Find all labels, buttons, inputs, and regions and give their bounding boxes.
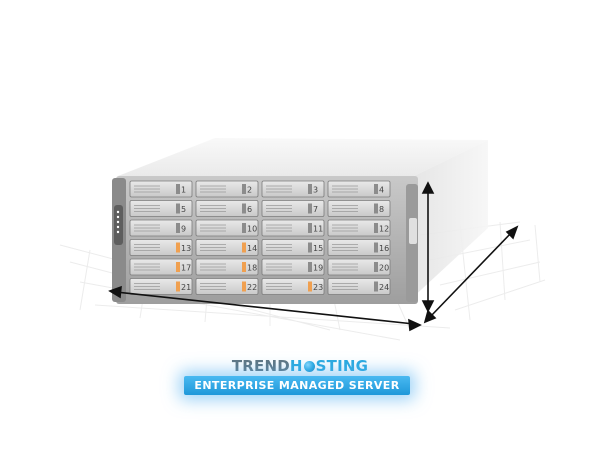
bay-number: 16 [379, 244, 389, 253]
drive-bay-22: 22 [195, 278, 259, 295]
bay-number: 2 [247, 186, 252, 195]
drive-bay-14: 14 [195, 239, 259, 256]
bay-led [242, 262, 246, 272]
bay-led [374, 281, 378, 292]
brand-name-part1: TREND [231, 357, 290, 375]
bay-number: 20 [379, 264, 389, 273]
left-handle-grip [114, 205, 123, 245]
bay-number: 15 [313, 244, 323, 253]
brand-name-part3: STING [315, 357, 369, 375]
drive-bay-7: 7 [261, 200, 325, 217]
bay-number: 9 [181, 225, 186, 234]
bay-number: 17 [181, 264, 191, 273]
server-top-panel [118, 138, 488, 178]
bay-led [242, 223, 246, 233]
bay-led [308, 262, 312, 272]
bay-led [176, 203, 180, 214]
bay-led [242, 184, 246, 194]
bay-led [176, 281, 180, 292]
dimension-arrow-depth-icon [423, 225, 519, 324]
drive-bay-1: 1 [129, 180, 193, 198]
drive-bay-8: 8 [327, 200, 391, 217]
drive-bay-3: 3 [261, 180, 325, 198]
drive-bay-12: 12 [327, 219, 391, 237]
bay-number: 5 [181, 205, 186, 214]
drive-bay-2: 2 [195, 180, 259, 198]
bay-number: 8 [379, 205, 384, 214]
drive-bay-13: 13 [129, 239, 193, 256]
tagline-badge: ENTERPRISE MANAGED SERVER [184, 376, 410, 395]
bay-led [242, 242, 246, 253]
drive-bay-18: 18 [195, 258, 259, 276]
bay-number: 12 [379, 225, 389, 234]
drive-bay-24: 24 [327, 278, 391, 295]
bay-number: 11 [313, 225, 323, 234]
brand-logo: TRENDH STING [0, 356, 600, 376]
bay-number: 18 [247, 264, 257, 273]
bay-led [308, 203, 312, 214]
drive-bay-17: 17 [129, 258, 193, 276]
drive-bay-4: 4 [327, 180, 391, 198]
dimension-arrow-height-icon [421, 181, 435, 313]
right-handle-grip [409, 218, 417, 244]
bay-led [374, 223, 378, 233]
bay-led [374, 203, 378, 214]
bay-led [308, 242, 312, 253]
bay-led [374, 262, 378, 272]
bay-number: 3 [313, 186, 318, 195]
bay-led [242, 281, 246, 292]
drive-bay-19: 19 [261, 258, 325, 276]
bay-led [374, 184, 378, 194]
bay-led [176, 223, 180, 233]
drive-bay-23: 23 [261, 278, 325, 295]
bay-number: 19 [313, 264, 323, 273]
bay-number: 6 [247, 205, 252, 214]
bay-number: 21 [181, 283, 191, 292]
bay-number: 1 [181, 186, 186, 195]
bay-number: 7 [313, 205, 318, 214]
bay-led [308, 281, 312, 292]
drive-bay-11: 11 [261, 219, 325, 237]
dimension-arrow-width-icon [108, 285, 422, 332]
bay-number: 14 [247, 244, 257, 253]
bay-led [308, 184, 312, 194]
bay-number: 10 [247, 225, 257, 234]
brand-name-part2: H [289, 357, 303, 375]
bay-number: 13 [181, 244, 191, 253]
drive-bay-9: 9 [129, 219, 193, 237]
drive-bay-21: 21 [129, 278, 193, 295]
bay-number: 4 [379, 186, 384, 195]
bay-led [176, 184, 180, 194]
bay-led [176, 262, 180, 272]
drive-bay-5: 5 [129, 200, 193, 217]
drive-bay-10: 10 [195, 219, 259, 237]
bay-led [374, 242, 378, 253]
drive-bay-6: 6 [195, 200, 259, 217]
bay-led [176, 242, 180, 253]
drive-bay-20: 20 [327, 258, 391, 276]
bay-number: 23 [313, 283, 323, 292]
bay-number: 22 [247, 283, 257, 292]
globe-icon [303, 361, 315, 372]
server-side-panel [410, 140, 488, 300]
bay-led [242, 203, 246, 214]
drive-bay-16: 16 [327, 239, 391, 256]
bay-number: 24 [379, 283, 389, 292]
bay-led [308, 223, 312, 233]
drive-bay-15: 15 [261, 239, 325, 256]
